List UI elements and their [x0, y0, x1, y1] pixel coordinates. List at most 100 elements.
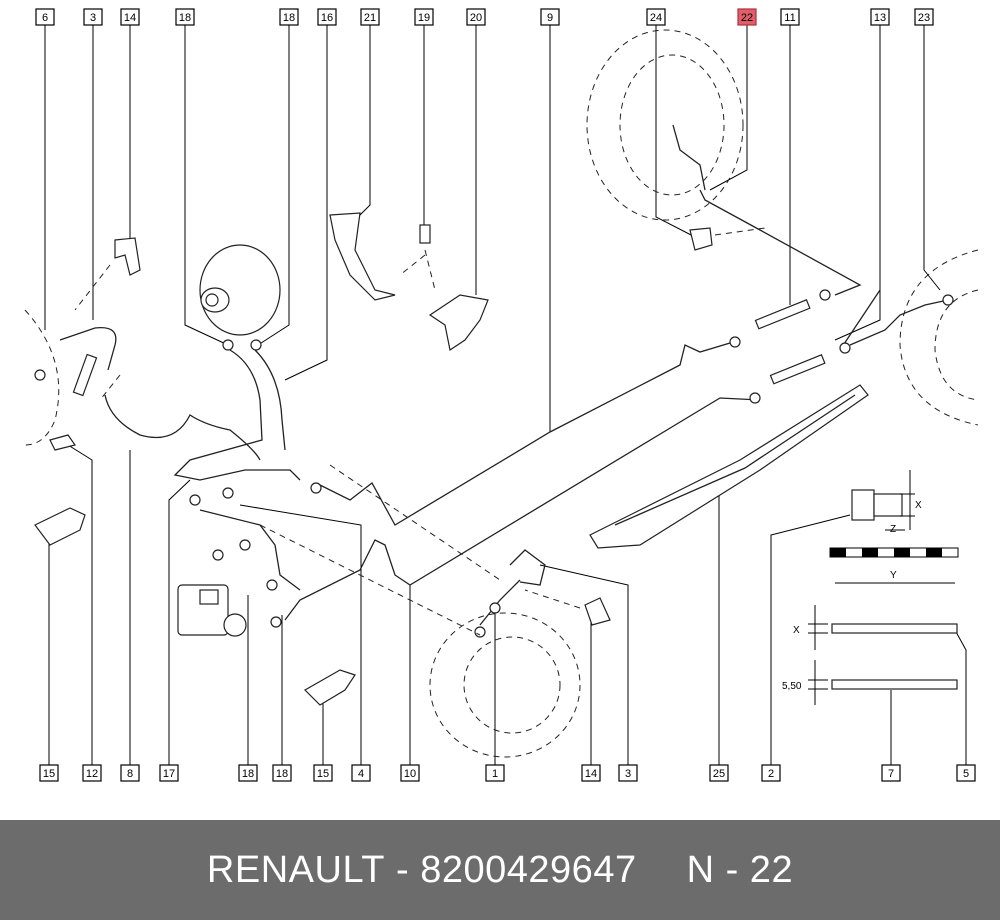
leader-12	[59, 439, 93, 765]
callout-19: 19	[414, 8, 434, 26]
callout-14: 14	[581, 764, 601, 782]
svg-text:18: 18	[179, 12, 191, 24]
svg-text:23: 23	[918, 12, 930, 24]
dim-gap-label: X	[793, 625, 800, 636]
front-right-wheel	[586, 29, 744, 221]
callout-8: 8	[120, 764, 140, 782]
leader-5	[954, 629, 967, 765]
callout-13: 13	[870, 8, 890, 26]
brake-booster	[199, 244, 281, 336]
callout-10: 10	[400, 764, 420, 782]
abs-modulator	[177, 584, 247, 637]
callout-2: 2	[761, 764, 781, 782]
svg-text:2: 2	[768, 768, 774, 780]
scale-bar: Y	[829, 547, 959, 584]
svg-text:5: 5	[963, 768, 969, 780]
callout-6: 6	[35, 8, 55, 26]
svg-text:16: 16	[321, 12, 333, 24]
svg-text:14: 14	[585, 768, 597, 780]
leader-4	[239, 504, 362, 765]
svg-text:18: 18	[283, 12, 295, 24]
svg-text:1: 1	[492, 768, 498, 780]
callout-22: 22	[737, 8, 757, 26]
leader-lines	[44, 25, 967, 765]
callout-3: 3	[83, 8, 103, 26]
flex-hoses	[72, 299, 826, 397]
svg-text:25: 25	[713, 768, 725, 780]
rear-right-wheel	[899, 249, 979, 426]
footer-bar: RENAULT - 8200429647 N - 22	[0, 820, 1000, 920]
svg-text:22: 22	[741, 12, 753, 24]
callout-14: 14	[120, 8, 140, 26]
callout-9: 9	[540, 8, 560, 26]
callout-18: 18	[175, 8, 195, 26]
svg-text:3: 3	[90, 12, 96, 24]
callout-18: 18	[279, 8, 299, 26]
svg-text:11: 11	[784, 12, 795, 24]
callout-17: 17	[159, 764, 179, 782]
assembly-arrows	[74, 227, 766, 636]
callout-15: 15	[313, 764, 333, 782]
leader-24	[655, 25, 696, 238]
footer-brand: RENAULT	[206, 848, 385, 891]
dim-z-label: Z	[890, 524, 896, 535]
leader-23	[923, 25, 941, 291]
callout-5: 5	[956, 764, 976, 782]
callout-16: 16	[317, 8, 337, 26]
leader-18	[184, 25, 229, 346]
leader-17	[168, 479, 191, 765]
gasket-detail: X 5,50	[782, 605, 958, 705]
callout-4: 4	[351, 764, 371, 782]
svg-text:8: 8	[127, 768, 133, 780]
callout-18: 18	[272, 764, 292, 782]
leader-21	[349, 25, 371, 226]
dim-y-label: Y	[890, 570, 897, 581]
leader-2	[770, 514, 851, 765]
callout-21: 21	[360, 8, 380, 26]
footer-position-label: N - 22	[686, 848, 794, 891]
leader-22	[709, 25, 748, 191]
footer-part-number: 8200429647	[420, 848, 637, 891]
leader-16	[284, 25, 328, 381]
rear-left-wheel	[429, 612, 581, 758]
svg-text:15: 15	[43, 768, 55, 780]
svg-text:20: 20	[470, 12, 482, 24]
callout-24: 24	[646, 8, 666, 26]
svg-text:17: 17	[163, 768, 175, 780]
fitting-detail: X Z	[851, 470, 922, 535]
svg-text:6: 6	[42, 12, 48, 24]
svg-text:14: 14	[124, 12, 136, 24]
svg-text:19: 19	[418, 12, 430, 24]
callout-3: 3	[618, 764, 638, 782]
callout-18: 18	[238, 764, 258, 782]
svg-text:13: 13	[874, 12, 886, 24]
brackets	[34, 212, 713, 706]
svg-text:18: 18	[276, 768, 288, 780]
svg-text:10: 10	[404, 768, 416, 780]
svg-text:9: 9	[547, 12, 553, 24]
svg-text:4: 4	[358, 768, 364, 780]
leader-3	[539, 564, 629, 765]
svg-text:7: 7	[888, 768, 894, 780]
svg-text:21: 21	[364, 12, 376, 24]
callout-7: 7	[881, 764, 901, 782]
callout-25: 25	[709, 764, 729, 782]
callout-15: 15	[39, 764, 59, 782]
leader-18	[257, 25, 290, 346]
svg-text:24: 24	[650, 12, 662, 24]
brake-pipes	[59, 124, 949, 626]
callout-11: 11	[780, 8, 800, 26]
callout-1: 1	[485, 764, 505, 782]
rear-axle-beam	[589, 384, 869, 549]
svg-text:3: 3	[625, 768, 631, 780]
svg-text:15: 15	[317, 768, 329, 780]
svg-text:18: 18	[242, 768, 254, 780]
leader-13	[834, 25, 881, 341]
callout-20: 20	[466, 8, 486, 26]
front-left-wheel	[24, 309, 60, 446]
svg-text:12: 12	[86, 768, 98, 780]
pipe-unions	[34, 224, 954, 638]
